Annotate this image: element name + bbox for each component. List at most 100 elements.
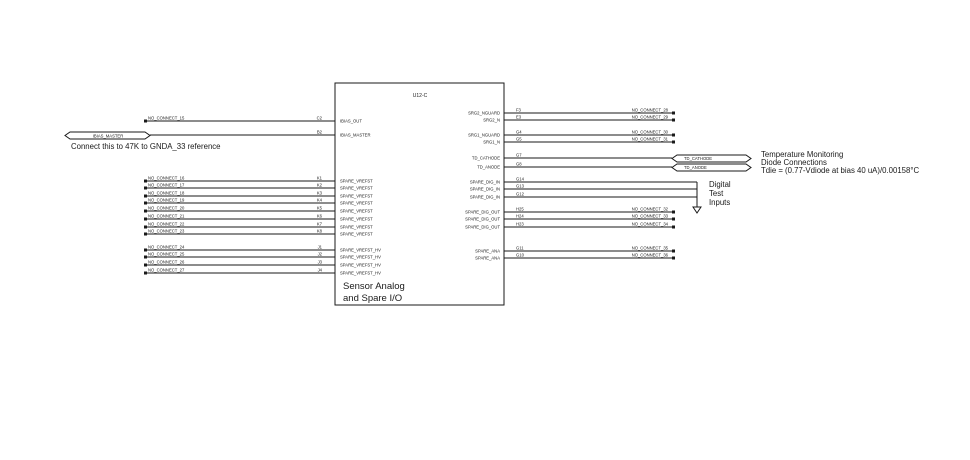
- left-pin-name: SPARE_VREFST: [340, 194, 373, 199]
- left-pin-number: J2: [318, 252, 323, 257]
- no-connect-marker: [144, 201, 147, 205]
- left-pin-number: C2: [317, 116, 323, 121]
- left-pin-number: K5: [317, 206, 323, 211]
- right-pin-name: SPARE_DIG_IN: [470, 195, 500, 200]
- temp-note-line2: Diode Connections: [761, 158, 827, 167]
- right-net-label: NO_CONNECT_33: [632, 214, 669, 219]
- left-pin-name: SPARE_VREFST_HV: [340, 248, 381, 253]
- td-anode-port-label: TD_ANODE: [684, 165, 707, 170]
- right-pin-number: G13: [516, 184, 525, 189]
- right-net-label: NO_CONNECT_30: [632, 130, 669, 135]
- td-cathode-port-label: TD_CATHODE: [684, 156, 712, 161]
- no-connect-marker: [144, 179, 147, 183]
- right-pin-number: G10: [516, 253, 525, 258]
- left-net-label: NO_CONNECT_25: [148, 252, 185, 257]
- right-pin-number: H24: [516, 214, 524, 219]
- no-connect-marker: [144, 248, 147, 252]
- right-pin-name: SPARE_ANA: [475, 249, 500, 254]
- right-pin-number: F3: [516, 108, 522, 113]
- right-net-label: NO_CONNECT_35: [632, 246, 669, 251]
- no-connect-marker: [672, 210, 675, 214]
- right-pin-number: G4: [516, 130, 522, 135]
- right-pin-number: H25: [516, 207, 524, 212]
- right-net-label: NO_CONNECT_36: [632, 253, 669, 258]
- no-connect-marker: [672, 111, 675, 115]
- left-net-label: NO_CONNECT_22: [148, 222, 185, 227]
- left-pin-name: SPARE_VREFST: [340, 232, 373, 237]
- no-connect-marker: [144, 186, 147, 190]
- right-pin-number: H23: [516, 222, 524, 227]
- no-connect-marker: [144, 271, 147, 275]
- left-net-label: NO_CONNECT_23: [148, 229, 185, 234]
- ibias-master-port-label: IBIAS_MASTER: [93, 133, 123, 138]
- left-pin-number: K3: [317, 191, 323, 196]
- left-pin-number: K1: [317, 176, 323, 181]
- no-connect-marker: [672, 256, 675, 260]
- no-connect-marker: [144, 263, 147, 267]
- no-connect-marker: [672, 225, 675, 229]
- no-connect-marker: [144, 209, 147, 213]
- right-pin-name: SRG1_N: [483, 140, 500, 145]
- right-pin-name: TD_CATHODE: [472, 156, 500, 161]
- left-net-label: NO_CONNECT_24: [148, 245, 185, 250]
- right-pin-name: SRG2_N: [483, 118, 500, 123]
- right-pin-number: G8: [516, 162, 522, 167]
- right-pin-number: G14: [516, 177, 525, 182]
- right-pin-number: G12: [516, 192, 525, 197]
- left-pin-name: SPARE_VREFST: [340, 201, 373, 206]
- right-pin-number: E3: [516, 115, 522, 120]
- digital-note-line2: Test: [709, 189, 724, 198]
- no-connect-marker: [672, 133, 675, 137]
- temp-note-line1: Temperature Monitoring: [761, 150, 843, 159]
- component-description-line2: and Spare I/O: [343, 293, 402, 304]
- digital-note-line3: Inputs: [709, 198, 730, 207]
- left-pin-name: SPARE_VREFST_HV: [340, 255, 381, 260]
- right-pin-number: G5: [516, 137, 522, 142]
- right-pin-name: TD_ANODE: [477, 165, 500, 170]
- left-pin-name: SPARE_VREFST: [340, 209, 373, 214]
- no-connect-marker: [144, 225, 147, 229]
- left-pin-number: K4: [317, 198, 323, 203]
- right-pin-name: SPARE_DIG_OUT: [465, 210, 500, 215]
- no-connect-marker: [672, 140, 675, 144]
- ground-icon: [692, 206, 702, 214]
- left-net-label: NO_CONNECT_17: [148, 183, 185, 188]
- no-connect-marker: [144, 119, 147, 123]
- left-pin-number: K8: [317, 229, 323, 234]
- no-connect-marker: [144, 255, 147, 259]
- left-pin-name: IBIAS_OUT: [340, 119, 362, 124]
- no-connect-marker: [144, 194, 147, 198]
- left-net-label: NO_CONNECT_18: [148, 191, 185, 196]
- left-pin-name: SPARE_VREFST_HV: [340, 271, 381, 276]
- td-cathode-port[interactable]: [671, 154, 752, 163]
- left-pin-number: K7: [317, 222, 323, 227]
- left-net-label: NO_CONNECT_21: [148, 214, 185, 219]
- right-pin-name: SPARE_DIG_OUT: [465, 217, 500, 222]
- left-pin-number: B2: [317, 130, 323, 135]
- left-net-label: NO_CONNECT_20: [148, 206, 185, 211]
- no-connect-marker: [672, 217, 675, 221]
- left-pin-name: SPARE_VREFST: [340, 225, 373, 230]
- ibias-master-port[interactable]: [64, 131, 151, 140]
- left-pin-number: J1: [318, 245, 323, 250]
- no-connect-marker: [672, 118, 675, 122]
- no-connect-marker: [144, 232, 147, 236]
- right-net-label: NO_CONNECT_31: [632, 137, 669, 142]
- left-pin-name: SPARE_VREFST: [340, 217, 373, 222]
- td-anode-port[interactable]: [671, 163, 752, 172]
- left-pin-number: K6: [317, 214, 323, 219]
- left-net-label: NO_CONNECT_16: [148, 176, 185, 181]
- temp-note-line3: Tdie = (0.77-Vdiode at bias 40 uA)/0.001…: [761, 166, 919, 175]
- right-pin-number: G7: [516, 153, 522, 158]
- right-pin-group: NO_CONNECT_28F3SRG2_NGUARDNO_CONNECT_29E…: [465, 108, 697, 261]
- no-connect-marker: [672, 249, 675, 253]
- component-description-line1: Sensor Analog: [343, 281, 405, 292]
- right-pin-name: SPARE_DIG_OUT: [465, 225, 500, 230]
- left-pin-number: J3: [318, 260, 323, 265]
- left-pin-name: SPARE_VREFST: [340, 186, 373, 191]
- right-pin-name: SRG2_NGUARD: [468, 111, 500, 116]
- component-body: [334, 82, 505, 306]
- digital-note-line1: Digital: [709, 180, 731, 189]
- right-net-label: NO_CONNECT_29: [632, 115, 669, 120]
- no-connect-marker: [144, 217, 147, 221]
